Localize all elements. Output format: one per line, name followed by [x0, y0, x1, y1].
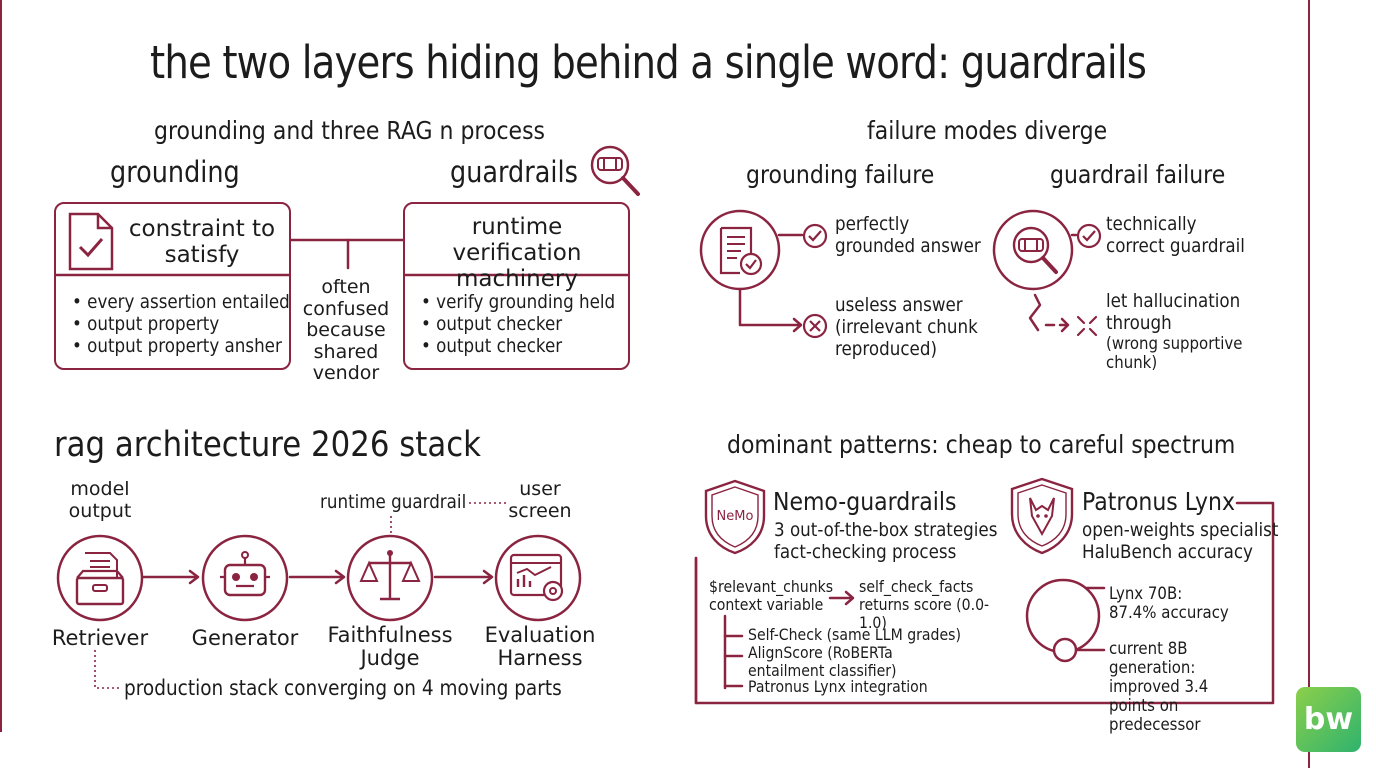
magnifier-rail-icon — [1012, 226, 1058, 274]
grounding-label: grounding — [110, 155, 240, 189]
x-circle-icon — [802, 313, 828, 339]
nemo-context-var: $relevant_chunks context variable — [709, 577, 834, 614]
guardrails-bullets: verify grounding held output checker out… — [421, 291, 615, 357]
lynx-stat-70b: Lynx 70B: 87.4% accuracy — [1109, 584, 1229, 623]
brand-logo: bw — [1296, 687, 1361, 752]
nemo-item-selfcheck: Self-Check (same LLM grades) — [748, 625, 961, 644]
connector-text: often confused because shared vendor — [302, 276, 390, 384]
guardrail-failure-label: guardrail failure — [1050, 160, 1226, 189]
lynx-stat-8b: current 8B generation: improved 3.4 poin… — [1109, 639, 1209, 735]
check-circle-icon — [802, 223, 828, 249]
page-title: the two layers hiding behind a single wo… — [150, 36, 1147, 89]
robot-icon — [201, 534, 289, 622]
guardrails-box-title: runtime verification machinery — [452, 214, 582, 292]
nemo-title: Nemo-guardrails — [773, 487, 957, 516]
grounding-ok-text: perfectly grounded answer — [835, 213, 981, 257]
lynx-title: Patronus Lynx — [1082, 487, 1235, 516]
left-border-line — [0, 0, 2, 732]
check-circle-icon — [1076, 223, 1102, 249]
node-label-generator: Generator — [191, 626, 299, 650]
nemo-item-alignscore: AlignScore (RoBERTa entailment classifie… — [748, 643, 897, 680]
lynx-line-2: HaluBench accuracy — [1082, 541, 1253, 563]
architecture-heading: rag architecture 2026 stack — [54, 425, 481, 465]
node-label-harness: Evaluation Harness — [484, 623, 596, 670]
grounding-box-title: constraint to satisfy — [128, 216, 276, 268]
guardrails-bullet: verify grounding held — [421, 291, 615, 313]
patterns-heading: dominant patterns: cheap to careful spec… — [727, 430, 1236, 459]
scales-icon — [346, 534, 434, 622]
guardrail-failure-circle — [992, 209, 1074, 291]
grounding-failure-label: grounding failure — [746, 160, 935, 189]
grounding-bullets: every assertion entailed output property… — [72, 291, 290, 357]
failure-modes-heading: failure modes diverge — [867, 116, 1108, 145]
guardrail-bad-text-2: (wrong supportive chunk) — [1106, 334, 1243, 373]
grounding-process-heading: grounding and three RAG n process — [154, 116, 546, 145]
node-label-judge: Faithfulness Judge — [327, 623, 453, 670]
archive-box-icon — [56, 534, 144, 622]
guardrails-box: runtime verification machinery verify gr… — [403, 202, 630, 370]
nemo-line-1: 3 out-of-the-box strategies — [774, 519, 998, 541]
lynx-line-1: open-weights specialist — [1082, 519, 1279, 541]
grounding-box: constraint to satisfy every assertion en… — [54, 202, 291, 370]
grounding-bad-text: useless answer (irrelevant chunk reprodu… — [835, 294, 978, 360]
guardrails-bullet: output checker — [421, 313, 615, 335]
document-check-icon — [719, 226, 763, 276]
dashboard-gear-icon — [494, 534, 582, 622]
guardrail-bad-text-1: let hallucination through — [1106, 290, 1241, 334]
guardrails-label: guardrails — [450, 155, 578, 189]
nemo-badge-text: NeMo — [717, 509, 754, 524]
right-border-line — [1308, 0, 1310, 768]
grounding-bullet: output property — [72, 313, 290, 335]
guardrail-ok-text: technically correct guardrail — [1106, 213, 1245, 257]
magnifier-rail-icon — [590, 145, 640, 196]
grounding-bullet: output property ansher — [72, 335, 290, 357]
nemo-shield-icon: NeMo — [704, 479, 766, 555]
broken-x-icon — [1076, 315, 1098, 337]
node-label-retriever: Retriever — [51, 626, 149, 650]
nemo-item-lynx: Patronus Lynx integration — [748, 677, 928, 696]
fox-shield-icon — [1010, 477, 1074, 555]
grounding-bullet: every assertion entailed — [72, 291, 290, 313]
stack-footer: production stack converging on 4 moving … — [124, 676, 562, 700]
nemo-check-facts: self_check_facts returns score (0.0-1.0) — [859, 577, 990, 632]
runtime-guardrail-label: runtime guardrail — [320, 491, 467, 513]
guardrails-bullet: output checker — [421, 335, 615, 357]
nemo-line-2: fact-checking process — [774, 541, 957, 563]
user-screen-label: user screen — [508, 478, 572, 522]
model-output-label: model output — [68, 478, 132, 522]
document-check-icon — [68, 212, 114, 271]
